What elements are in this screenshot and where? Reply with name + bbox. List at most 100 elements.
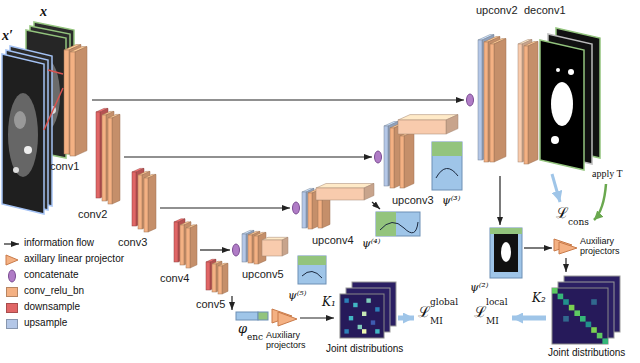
- block-front-face: [174, 222, 178, 262]
- block-front-face: [398, 120, 446, 134]
- joint-distribution-matrix: [375, 329, 379, 333]
- block-front-face: [218, 266, 222, 294]
- encoder-block: conv3: [116, 166, 160, 252]
- input-image-x-prime: [8, 93, 38, 177]
- joint-distribution-matrix: [353, 303, 357, 307]
- joint-distribution-matrix: [366, 298, 370, 302]
- legend-swatch: [6, 303, 18, 313]
- block-front-face: [318, 200, 322, 228]
- input-image-x-prime: [24, 146, 32, 154]
- loss-subscript: cons: [568, 217, 589, 227]
- feature-map: [436, 168, 458, 178]
- legend-text: upsample: [24, 317, 67, 329]
- block-front-face: [254, 236, 258, 264]
- output-image: [568, 69, 574, 75]
- concatenate-symbol: [375, 151, 382, 163]
- block-front-face: [186, 228, 190, 268]
- legend-swatch: [6, 287, 18, 297]
- image-label: x′: [2, 28, 13, 44]
- skip-connection: [200, 249, 230, 250]
- loss-arrow: [594, 184, 606, 220]
- output-image: [551, 136, 559, 144]
- block-front-face: [484, 42, 488, 162]
- block-front-face: [262, 240, 282, 256]
- encoder-block: conv2: [74, 104, 124, 224]
- layer-name: upconv4: [312, 234, 354, 247]
- feature-map: [376, 212, 420, 236]
- block-front-face: [64, 50, 69, 154]
- embedding-bar: [236, 312, 258, 320]
- joint-distribution-matrix: [591, 299, 597, 305]
- block-front-face: [144, 178, 148, 232]
- joint-distribution-matrix: [358, 325, 362, 329]
- transform-label: apply T: [592, 168, 623, 180]
- projector-icon: [272, 239, 577, 326]
- layer-name: conv2: [78, 208, 107, 221]
- block-front-face: [308, 193, 312, 229]
- joint-distribution-matrix: [591, 327, 597, 333]
- block-front-face: [206, 262, 210, 290]
- projection-label: ψ⁽³⁾: [442, 195, 460, 208]
- block-front-face: [132, 172, 136, 226]
- block-shape: [464, 2, 512, 172]
- legend-swatch: [6, 319, 18, 329]
- skip-connection: [92, 99, 464, 100]
- layer-name: conv3: [118, 236, 147, 249]
- block-front-face: [390, 128, 394, 188]
- feature-map: [298, 256, 326, 265]
- joint-distribution-matrix: [362, 329, 366, 333]
- block-shape: [514, 2, 570, 172]
- loss-arrow: [552, 174, 560, 202]
- layer-name: upconv5: [242, 268, 284, 281]
- legend-text: conv_relu_bn: [24, 285, 84, 297]
- block-front-face: [96, 112, 100, 198]
- feature-map: [494, 234, 518, 272]
- projector-icon: [278, 312, 297, 326]
- concatenate-symbol: [233, 244, 240, 256]
- layer-name: deconv1: [524, 4, 566, 17]
- joint-distribution-matrix: [563, 299, 569, 305]
- flow-arrow: [300, 317, 334, 318]
- block-front-face: [478, 40, 482, 160]
- joint-distribution-matrix: [375, 307, 379, 311]
- block-side-face: [148, 174, 156, 232]
- output-image: [556, 68, 560, 72]
- joint-distribution-matrix: [597, 333, 603, 339]
- block-side-face: [282, 237, 288, 256]
- encoder-block: conv5: [194, 256, 234, 314]
- feature-map: [432, 142, 462, 156]
- block-side-face: [222, 263, 228, 294]
- legend-text: concatenate: [24, 269, 79, 281]
- decoder-block: upconv5: [230, 224, 292, 284]
- block-front-face: [316, 188, 364, 200]
- block-front-face: [138, 175, 142, 229]
- decoder-block: upconv4: [290, 176, 372, 249]
- input-arrow: [44, 88, 63, 130]
- joint-distribution-matrix: [344, 298, 348, 302]
- joint-distribution-matrix: [552, 288, 558, 294]
- block-front-face: [108, 118, 112, 204]
- joint-distribution-matrix: [552, 288, 608, 344]
- feature-map: [380, 222, 418, 233]
- output-image: [540, 40, 584, 170]
- loss-subscript: MI: [486, 316, 499, 326]
- projector-icon: [559, 242, 577, 254]
- embedding-subscript: enc: [247, 332, 263, 342]
- input-image-x-prime: [14, 111, 26, 129]
- joint-distribution-matrix: [340, 294, 384, 338]
- loss-arrow: [398, 316, 414, 321]
- block-side-face: [446, 115, 458, 134]
- skip-connection: [124, 156, 372, 157]
- legend-text: downsample: [24, 301, 80, 313]
- cluster-count: K₁: [322, 296, 336, 310]
- image-label: x: [40, 4, 47, 20]
- joint-distribution-matrix: [563, 316, 569, 322]
- joint-distribution-matrix: [371, 320, 375, 324]
- joint-distribution-matrix: [602, 338, 608, 344]
- legend-sample: [4, 243, 19, 244]
- feature-map: [501, 242, 511, 262]
- layer-name: conv1: [50, 160, 79, 173]
- block-side-face: [494, 39, 506, 162]
- layer-name: upconv3: [392, 194, 434, 207]
- legend-text: information flow: [24, 237, 94, 249]
